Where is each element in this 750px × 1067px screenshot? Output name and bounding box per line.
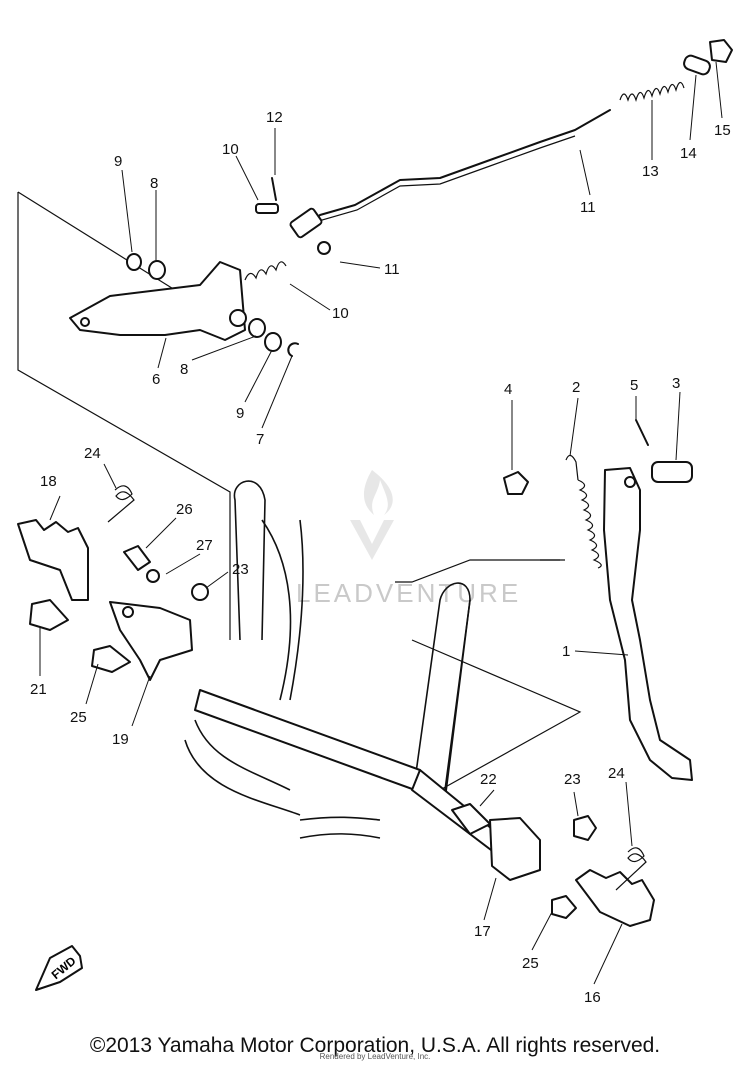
callout-2: 2 <box>572 379 580 396</box>
callout-19: 17 <box>474 923 491 940</box>
callout-22-right: 22 <box>480 771 497 788</box>
watermark-logo <box>350 470 394 560</box>
footrest-right <box>575 869 655 927</box>
brake-cable <box>289 109 611 239</box>
callout-11: 11 <box>580 199 596 216</box>
callout-22-left: 21 <box>30 681 47 698</box>
washer-27 <box>146 569 160 583</box>
callout-8-bottom: 8 <box>180 361 188 378</box>
callout-8-top: 8 <box>150 175 158 192</box>
callout-10: 10 <box>332 305 349 322</box>
clip-7 <box>287 342 299 357</box>
spring-15 <box>619 81 685 103</box>
callout-labels: 12 10 9 8 11 10 11 13 14 15 6 8 9 7 4 2 … <box>30 109 731 1006</box>
callout-17: 15 <box>714 122 731 139</box>
washer-8-bottom <box>248 318 266 338</box>
leader-lines <box>39 61 723 985</box>
pin-26 <box>123 545 151 571</box>
brake-pedal <box>69 261 247 341</box>
callout-9-top: 9 <box>114 153 122 170</box>
nut-17 <box>709 39 733 63</box>
frame-lines <box>17 191 582 839</box>
callout-27: 27 <box>196 537 213 554</box>
nut-23-right <box>573 815 597 841</box>
callout-4: 4 <box>504 381 512 398</box>
footrest-left <box>17 519 89 601</box>
callout-7: 7 <box>256 431 264 448</box>
callout-12: 10 <box>222 141 239 158</box>
callout-18: 16 <box>584 989 601 1006</box>
bolt-25-left <box>91 645 131 673</box>
callout-24-right: 24 <box>608 765 625 782</box>
bolt-3 <box>651 461 693 483</box>
washer-8-top <box>148 260 166 280</box>
sidestand <box>603 467 693 781</box>
callout-6: 6 <box>152 371 160 388</box>
callout-23-left: 23 <box>232 561 249 578</box>
washer-9-top <box>126 253 142 271</box>
rendered-by-note: Rendered by LeadVenture, Inc. <box>319 1052 431 1061</box>
fwd-arrow-icon: FWD <box>35 945 83 991</box>
callout-16: 14 <box>680 145 697 162</box>
callout-24-left: 24 <box>84 445 101 462</box>
pin-12 <box>255 177 279 214</box>
callout-13: 11 <box>384 261 400 278</box>
callout-20: 18 <box>40 473 57 490</box>
bolt-25-right <box>551 895 577 919</box>
callout-15: 13 <box>642 163 659 180</box>
bolt-22-left <box>29 599 69 631</box>
bolt-22-right <box>451 803 491 835</box>
callout-25-left: 25 <box>70 709 87 726</box>
callout-23-right: 23 <box>564 771 581 788</box>
washer-9-bottom <box>264 332 282 352</box>
callout-3: 3 <box>672 375 680 392</box>
nut-4 <box>503 471 529 495</box>
callout-9-bottom: 9 <box>236 405 244 422</box>
callout-25-right: 25 <box>522 955 539 972</box>
nut-13 <box>317 241 331 255</box>
adjuster-16 <box>683 54 711 76</box>
copyright-notice: ©2013 Yamaha Motor Corporation, U.S.A. A… <box>89 1034 661 1057</box>
bracket-right <box>489 817 541 881</box>
spring-2 <box>565 454 602 569</box>
callout-5: 5 <box>630 377 638 394</box>
pin-5 <box>635 419 649 446</box>
callout-21: 19 <box>112 731 129 748</box>
spring-24-right <box>615 847 647 891</box>
callout-26: 26 <box>176 501 193 518</box>
callout-14: 12 <box>266 109 283 126</box>
nut-23-left <box>191 583 209 601</box>
spring-10 <box>244 261 287 281</box>
bracket-left <box>109 601 193 681</box>
spring-24-left <box>107 485 135 523</box>
callout-1: 1 <box>562 643 570 660</box>
watermark-text: LEADVENTURE <box>296 578 521 608</box>
